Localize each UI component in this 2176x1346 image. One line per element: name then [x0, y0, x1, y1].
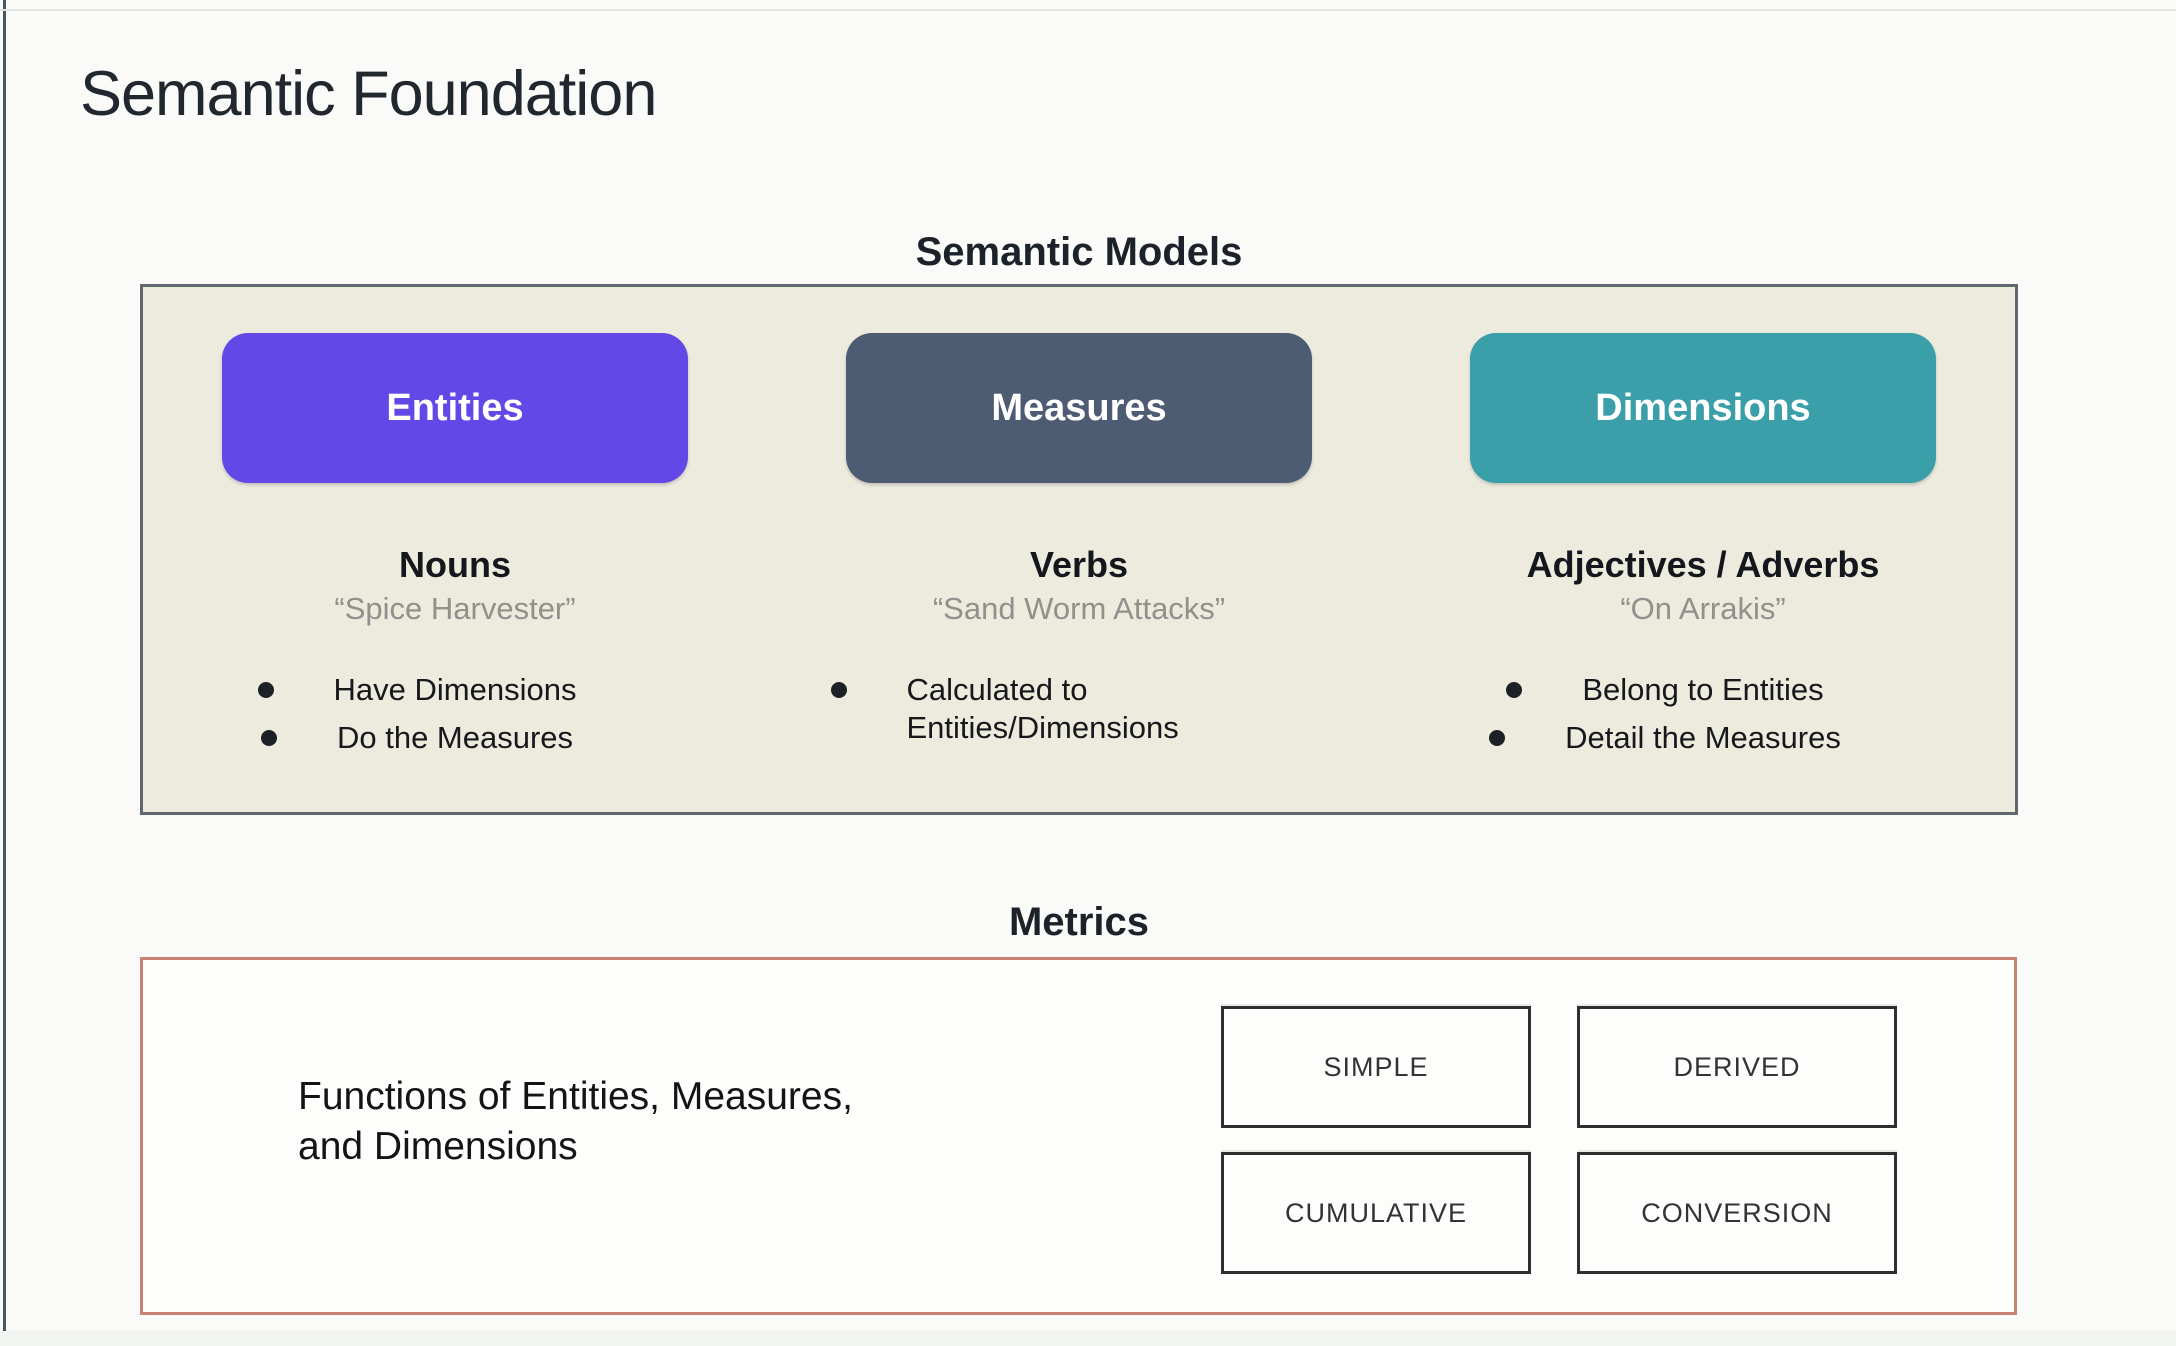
entities-example-quote: “Spice Harvester”: [334, 590, 576, 626]
measures-bullet-list: Calculated to Entities/Dimensions: [830, 671, 1252, 747]
metrics-description-line2: and Dimensions: [298, 1125, 578, 1168]
entities-bullet-list: Have Dimensions Do the Measures: [257, 671, 576, 757]
measures-part-of-speech: Verbs: [1029, 544, 1129, 585]
entities-column: Entities Nouns “Spice Harvester” Have Di…: [143, 287, 767, 812]
measures-node-label: Measures: [991, 386, 1167, 429]
bullet-dot: [257, 681, 274, 698]
metric-type-simple: SIMPLE: [1221, 1006, 1531, 1128]
bullet-dot: [260, 729, 277, 746]
page-title: Semantic Foundation: [80, 59, 657, 129]
dimensions-node-label: Dimensions: [1595, 386, 1811, 429]
top-border-line: [0, 9, 2176, 11]
measures-column: Measures Verbs “Sand Worm Attacks” Calcu…: [767, 287, 1391, 812]
metrics-heading: Metrics: [1008, 900, 1150, 944]
dimensions-part-of-speech: Adjectives / Adverbs: [1526, 544, 1880, 585]
metric-type-derived: DERIVED: [1577, 1006, 1897, 1128]
list-item: Calculated to Entities/Dimensions: [830, 671, 1252, 747]
metric-type-cumulative: CUMULATIVE: [1221, 1152, 1531, 1274]
dimensions-example-quote: “On Arrakis”: [1620, 590, 1786, 626]
dimensions-bullet-list: Belong to Entities Detail the Measures: [1489, 671, 1841, 757]
list-item: Have Dimensions: [257, 671, 576, 709]
bullet-dot: [830, 681, 847, 698]
bullet-dot: [1489, 729, 1506, 746]
dimensions-node: Dimensions: [1470, 333, 1936, 483]
left-border-line: [3, 0, 6, 1346]
metrics-description: Functions of Entities, Measures, and Dim…: [298, 1072, 853, 1172]
measures-example-quote: “Sand Worm Attacks”: [932, 590, 1226, 626]
semantic-models-heading: Semantic Models: [915, 230, 1243, 274]
list-item: Belong to Entities: [1506, 671, 1824, 709]
dimensions-column: Dimensions Adjectives / Adverbs “On Arra…: [1391, 287, 2015, 812]
list-item: Do the Measures: [260, 719, 573, 757]
entities-node: Entities: [222, 333, 688, 483]
metric-types-grid: SIMPLE DERIVED CUMULATIVE CONVERSION: [1221, 1006, 1897, 1274]
bottom-border-strip: [0, 1331, 2176, 1346]
metrics-box: Functions of Entities, Measures, and Dim…: [140, 957, 2017, 1315]
measures-node: Measures: [846, 333, 1312, 483]
metrics-description-line1: Functions of Entities, Measures,: [298, 1075, 853, 1118]
entities-node-label: Entities: [386, 386, 524, 429]
entities-part-of-speech: Nouns: [399, 544, 511, 585]
metric-type-conversion: CONVERSION: [1577, 1152, 1897, 1274]
list-item: Detail the Measures: [1489, 719, 1841, 757]
semantic-models-box: Entities Nouns “Spice Harvester” Have Di…: [140, 284, 2018, 815]
bullet-dot: [1506, 681, 1523, 698]
